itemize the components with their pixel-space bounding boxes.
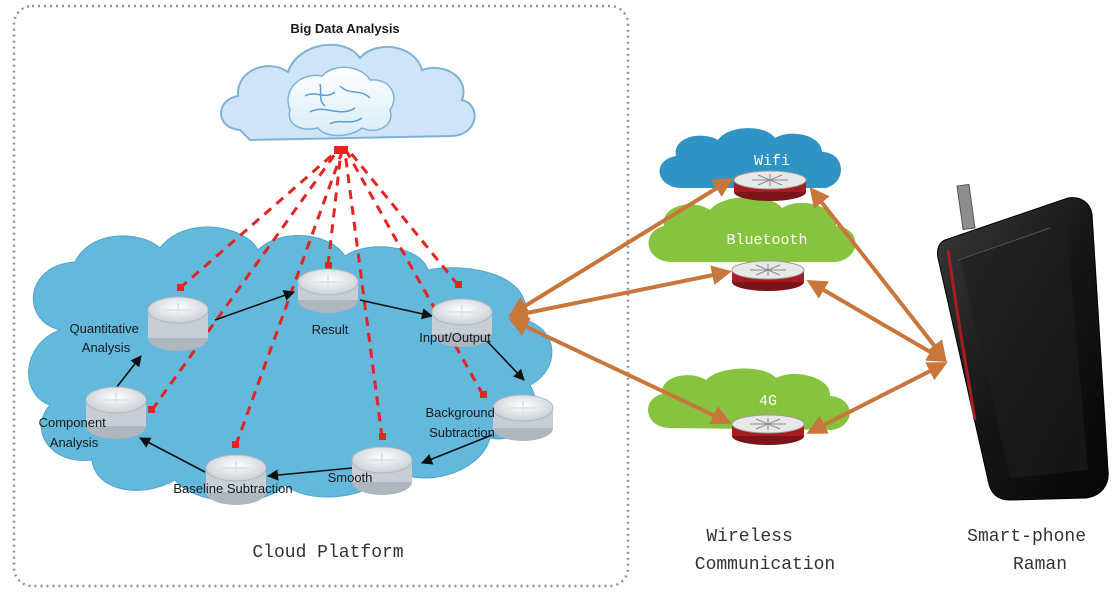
bluetooth-router bbox=[731, 260, 805, 291]
node-quantitative-analysis bbox=[147, 296, 209, 351]
wifi-router bbox=[733, 170, 807, 201]
wifi-cloud bbox=[659, 128, 841, 188]
node-result bbox=[297, 268, 359, 313]
process-flow-arrows bbox=[115, 290, 525, 481]
label-background-subtraction: Background Subtraction bbox=[425, 405, 498, 440]
cellular-router bbox=[731, 414, 805, 445]
cloud-platform-frame bbox=[12, 4, 630, 588]
big-data-links bbox=[150, 148, 485, 446]
label-component-analysis: Component Analysis bbox=[39, 415, 110, 450]
wireless-communication-label: Wireless Communication bbox=[695, 527, 835, 575]
label-baseline-subtraction: Baseline Subtraction bbox=[173, 481, 292, 496]
big-data-link-ends bbox=[148, 146, 487, 448]
big-data-title: Big Data Analysis bbox=[290, 21, 399, 36]
node-input-output bbox=[431, 298, 493, 347]
node-background-subtraction bbox=[492, 394, 554, 441]
bluetooth-label: Bluetooth bbox=[726, 232, 807, 249]
cellular-label: 4G bbox=[759, 393, 777, 410]
node-component-analysis bbox=[85, 386, 147, 439]
cloud-platform-label: Cloud Platform bbox=[252, 543, 403, 563]
node-baseline-subtraction bbox=[205, 454, 267, 505]
label-result: Result bbox=[312, 322, 349, 337]
smartphone-raman-device bbox=[937, 183, 1109, 501]
label-quantitative-analysis: Quantitative Analysis bbox=[70, 321, 143, 355]
label-input-output: Input/Output bbox=[419, 330, 491, 345]
platform-cloud bbox=[28, 226, 553, 502]
wifi-label: Wifi bbox=[754, 153, 790, 170]
big-data-cloud bbox=[220, 43, 476, 142]
smartphone-raman-label: Smart-phone Raman bbox=[967, 527, 1097, 575]
node-smooth bbox=[351, 446, 413, 495]
wireless-links bbox=[508, 177, 948, 434]
label-smooth: Smooth bbox=[328, 470, 373, 485]
